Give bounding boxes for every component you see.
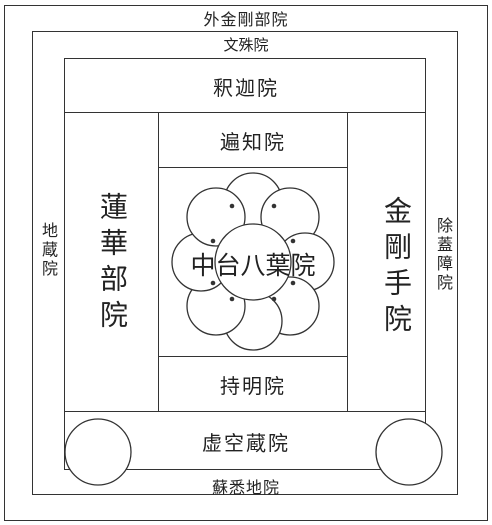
renge-label: 蓮華部院 bbox=[96, 192, 129, 336]
corner-circle-right bbox=[375, 418, 443, 486]
outer-frame bbox=[4, 5, 488, 521]
monju-frame bbox=[32, 31, 458, 495]
soshitsuji-label: 蘇悉地院 bbox=[211, 478, 280, 497]
monju-label: 文殊院 bbox=[223, 36, 269, 54]
jimyo-label: 持明院 bbox=[220, 374, 286, 398]
kongoshu-label: 金剛手院 bbox=[380, 196, 413, 340]
jogaisho-label: 除蓋障院 bbox=[434, 217, 453, 293]
kokuzo-label: 虚空蔵院 bbox=[202, 431, 290, 455]
center-label: 中台八葉院 bbox=[190, 251, 316, 280]
shaka-label: 釈迦院 bbox=[213, 76, 279, 100]
outer-label: 外金剛部院 bbox=[203, 10, 289, 29]
jizo-label: 地蔵院 bbox=[39, 222, 58, 279]
lotus-center bbox=[214, 223, 292, 301]
henchi-label: 遍知院 bbox=[220, 130, 286, 154]
corner-circle-left bbox=[64, 418, 132, 486]
